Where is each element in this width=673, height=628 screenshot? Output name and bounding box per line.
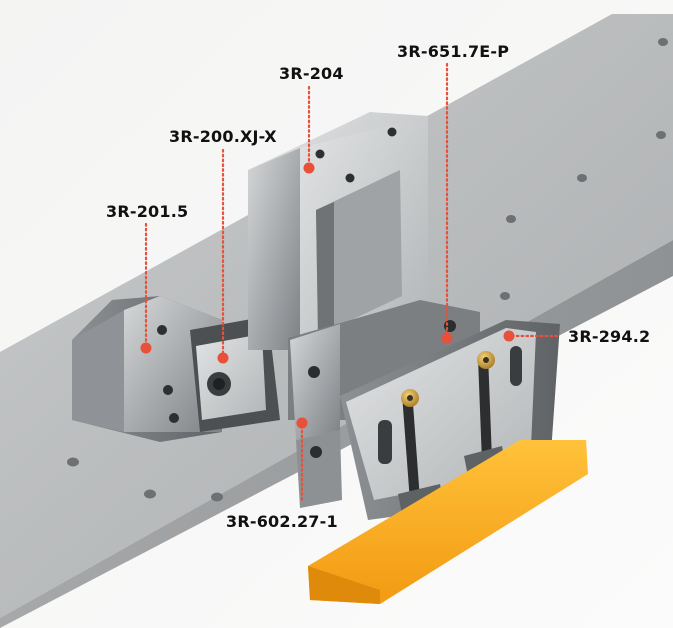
callout-label-3r-651-7e-p: 3R-651.7E-P xyxy=(397,42,510,61)
callout-label-3r-200-xj-x: 3R-200.XJ-X xyxy=(169,127,277,146)
callout-label-3r-204: 3R-204 xyxy=(279,64,344,83)
callout-label-3r-294-2: 3R-294.2 xyxy=(568,327,651,346)
callout-label-3r-602-27-1: 3R-602.27-1 xyxy=(226,512,338,531)
callout-label-3r-201-5: 3R-201.5 xyxy=(106,202,189,221)
